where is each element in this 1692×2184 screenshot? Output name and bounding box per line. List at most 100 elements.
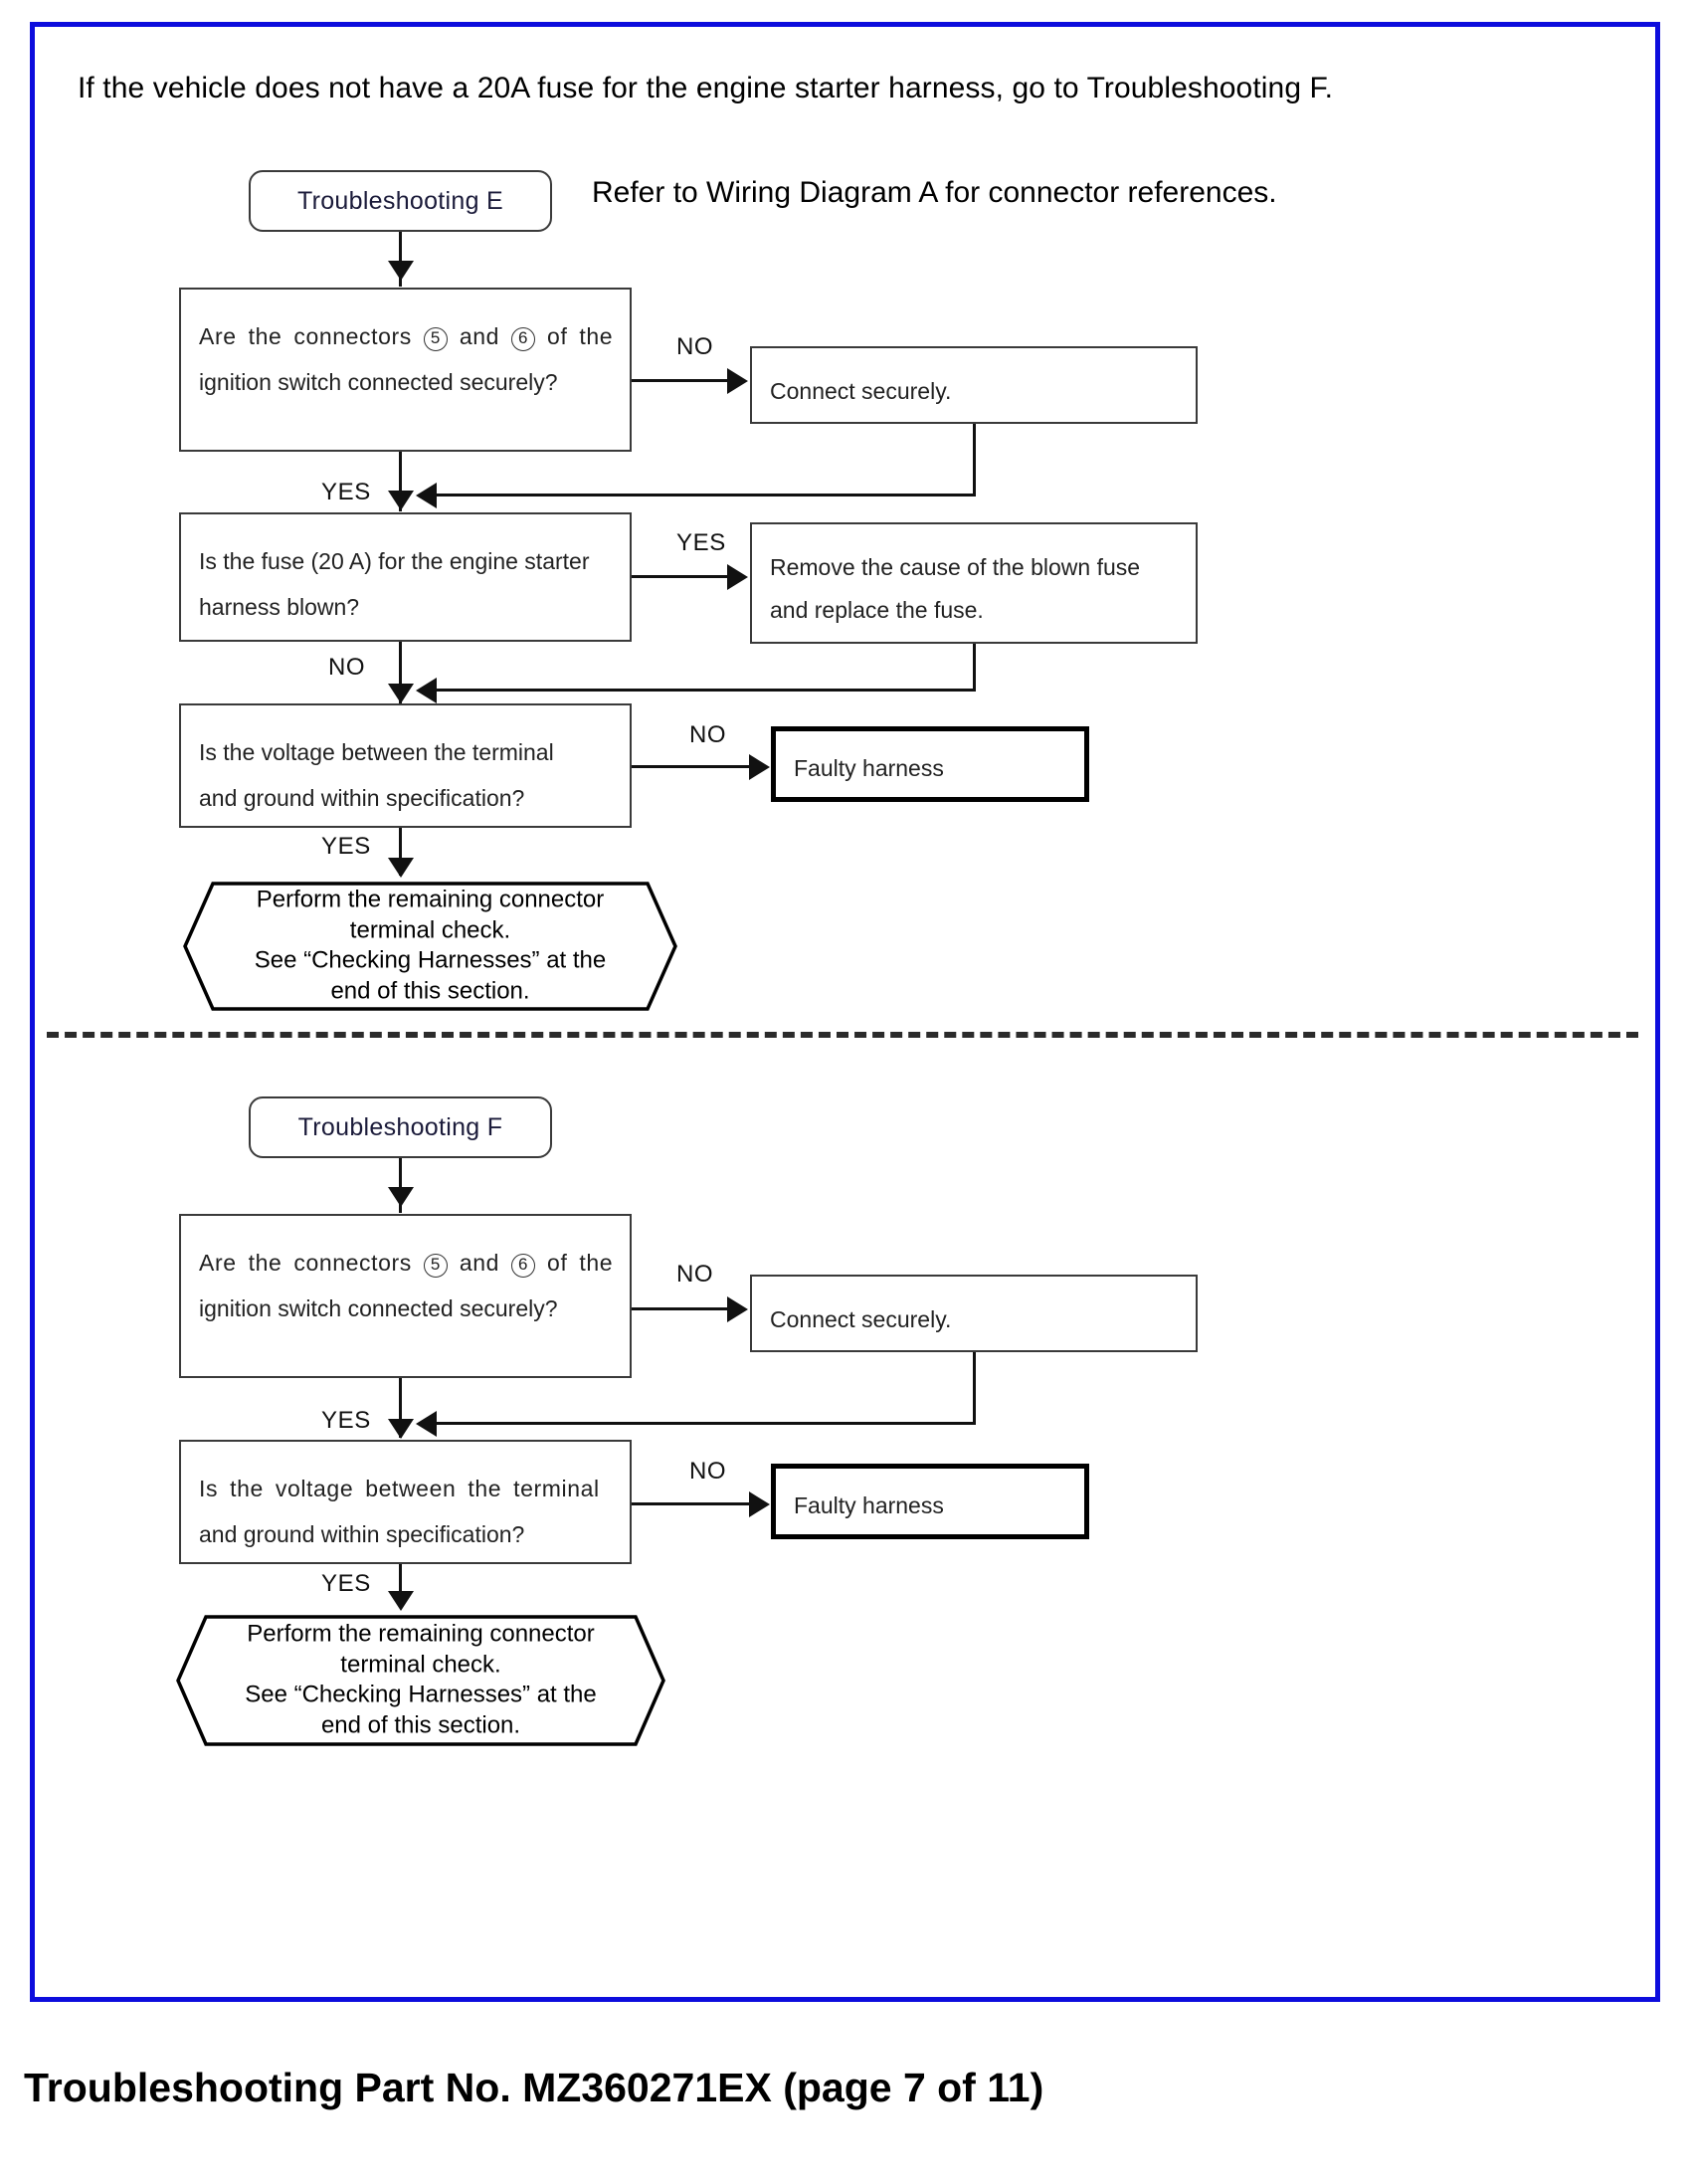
action-node-f-connect-securely[interactable]: Connect securely.: [750, 1275, 1198, 1352]
terminal-f-line3: See “Checking Harnesses” at the: [245, 1682, 597, 1708]
edge-f-decision2-yes-line: [399, 1564, 402, 1608]
arrow-e-decision2-to-remove-cause: [727, 564, 748, 590]
arrow-e-decision2-to-decision3: [388, 684, 414, 703]
edge-label-e-decision1-yes: YES: [321, 479, 371, 505]
decision-node-e-voltage[interactable]: Is the voltage between the terminal and …: [179, 703, 632, 828]
decision-e-fuse-line1: Is the fuse (20 A) for the engine starte…: [199, 548, 590, 574]
edge-e-replace-fuse-feedback-vertical: [973, 644, 976, 692]
decision-f-connectors-line1-part-b: and: [459, 1250, 500, 1276]
section-divider-dashed-line: [47, 1032, 1638, 1038]
footer-caption: Troubleshooting Part No. MZ360271EX (pag…: [24, 2065, 1044, 2110]
action-e-replace-fuse-line1: Remove the cause of the blown fuse: [770, 554, 1141, 580]
terminal-e-text-block: Perform the remaining connector terminal…: [179, 886, 681, 1008]
terminal-f-shape: [176, 1615, 665, 1746]
connector-number-6-icon: 6: [511, 327, 536, 351]
terminal-f-text-block: Perform the remaining connector terminal…: [172, 1620, 669, 1742]
decision-e-connectors-line1-part-a: Are the connectors: [199, 323, 412, 349]
arrow-start-f-to-decision1: [388, 1187, 414, 1207]
result-f-faulty-harness-label: Faulty harness: [794, 1492, 944, 1518]
terminal-e-shape: [183, 882, 677, 1011]
arrow-e-decision1-to-connect: [727, 368, 748, 394]
terminal-e-line1: Perform the remaining connector: [256, 886, 605, 913]
page-border-frame: If the vehicle does not have a 20A fuse …: [30, 22, 1660, 2002]
start-node-troubleshooting-e[interactable]: Troubleshooting E: [249, 170, 552, 232]
arrow-e-decision3-to-terminal: [388, 858, 414, 878]
wiring-diagram-note: Refer to Wiring Diagram A for connector …: [592, 176, 1277, 209]
action-f-connect-securely-label: Connect securely.: [770, 1306, 952, 1332]
decision-e-connectors-line1: Are the connectors 5 and 6 of the: [199, 313, 614, 359]
edge-e-decision2-yes-line: [632, 575, 741, 578]
decision-node-f-connectors[interactable]: Are the connectors 5 and 6 of the igniti…: [179, 1214, 632, 1378]
action-node-e-connect-securely[interactable]: Connect securely.: [750, 346, 1198, 424]
terminal-e-line3: See “Checking Harnesses” at the: [254, 947, 607, 974]
decision-e-connectors-line1-part-b: and: [459, 323, 500, 349]
edge-e-decision3-no-line: [632, 765, 761, 768]
connector-number-5-icon: 5: [423, 327, 448, 351]
edge-label-e-decision1-no: NO: [676, 333, 714, 360]
action-e-connect-securely-label: Connect securely.: [770, 378, 952, 404]
edge-label-f-decision2-yes: YES: [321, 1570, 371, 1597]
result-e-faulty-harness-label: Faulty harness: [794, 755, 944, 781]
action-e-replace-fuse-line2: and replace the fuse.: [770, 596, 984, 623]
edge-start-e-to-decision1: [399, 232, 402, 287]
intro-paragraph: If the vehicle does not have a 20A fuse …: [78, 72, 1334, 104]
edge-e-decision1-yes-line: [399, 452, 402, 511]
decision-e-connectors-line2: ignition switch connected securely?: [199, 369, 558, 395]
result-node-f-faulty-harness[interactable]: Faulty harness: [771, 1464, 1089, 1539]
arrow-f-decision2-to-faulty-harness: [749, 1491, 770, 1517]
edge-e-connect-feedback-vertical: [973, 424, 976, 496]
arrow-e-decision3-to-faulty-harness: [749, 754, 770, 780]
edge-f-decision1-yes-line: [399, 1378, 402, 1438]
decision-node-e-connectors[interactable]: Are the connectors 5 and 6 of the igniti…: [179, 288, 632, 452]
edge-label-e-decision2-no: NO: [328, 654, 366, 681]
decision-e-voltage-line2: and ground within specification?: [199, 785, 525, 811]
edge-label-e-decision3-no: NO: [689, 721, 727, 748]
decision-e-connectors-line1-part-c: of the: [547, 323, 614, 349]
edge-e-decision2-no-line: [399, 642, 402, 703]
edge-start-f-to-decision1: [399, 1158, 402, 1213]
start-node-e-label: Troubleshooting E: [296, 186, 504, 215]
arrow-e-replace-fuse-feedback: [416, 678, 437, 703]
arrow-start-e-to-decision1: [388, 261, 414, 281]
decision-node-f-voltage[interactable]: Is the voltage between the terminal and …: [179, 1440, 632, 1564]
arrow-f-connect-feedback: [416, 1411, 437, 1437]
arrow-e-decision1-to-decision2: [388, 491, 414, 510]
edge-label-f-decision1-yes: YES: [321, 1407, 371, 1434]
edge-label-f-decision2-no: NO: [689, 1458, 727, 1485]
arrow-f-decision1-to-connect: [727, 1296, 748, 1322]
decision-f-connectors-line1: Are the connectors 5 and 6 of the: [199, 1240, 614, 1286]
arrow-f-decision1-to-decision2: [388, 1419, 414, 1439]
terminal-f-line1: Perform the remaining connector: [247, 1620, 595, 1648]
decision-f-connectors-line2: ignition switch connected securely?: [199, 1295, 558, 1321]
terminal-node-e-perform-check[interactable]: Perform the remaining connector terminal…: [179, 878, 681, 1015]
edge-e-decision1-no-line: [632, 379, 741, 382]
decision-node-e-fuse-blown[interactable]: Is the fuse (20 A) for the engine starte…: [179, 512, 632, 642]
start-node-f-label: Troubleshooting F: [297, 1112, 503, 1141]
arrow-f-decision2-to-terminal: [388, 1591, 414, 1611]
edge-f-connect-feedback-vertical: [973, 1352, 976, 1425]
connector-number-6-icon: 6: [511, 1254, 536, 1278]
edge-e-connect-feedback-horizontal: [428, 494, 976, 496]
decision-f-voltage-line1: Is the voltage between the terminal: [199, 1476, 600, 1501]
decision-f-connectors-line1-part-a: Are the connectors: [199, 1250, 412, 1276]
arrow-e-connect-feedback: [416, 483, 437, 508]
terminal-node-f-perform-check[interactable]: Perform the remaining connector terminal…: [172, 1611, 669, 1750]
terminal-e-line4: end of this section.: [330, 977, 530, 1005]
edge-e-replace-fuse-feedback-horizontal: [428, 689, 976, 692]
decision-e-fuse-line2: harness blown?: [199, 594, 360, 620]
decision-f-voltage-line2: and ground within specification?: [199, 1521, 525, 1547]
edge-f-decision1-no-line: [632, 1307, 741, 1310]
start-node-troubleshooting-f[interactable]: Troubleshooting F: [249, 1096, 552, 1158]
decision-f-connectors-line1-part-c: of the: [547, 1250, 614, 1276]
edge-e-decision3-yes-line: [399, 828, 402, 876]
action-node-e-replace-fuse[interactable]: Remove the cause of the blown fuse and r…: [750, 522, 1198, 644]
edge-label-e-decision3-yes: YES: [321, 833, 371, 860]
edge-label-e-decision2-yes: YES: [676, 529, 726, 556]
result-node-e-faulty-harness[interactable]: Faulty harness: [771, 726, 1089, 802]
edge-f-connect-feedback-horizontal: [428, 1422, 976, 1425]
edge-f-decision2-no-line: [632, 1502, 761, 1505]
terminal-f-line2: terminal check.: [340, 1651, 501, 1679]
edge-label-f-decision1-no: NO: [676, 1261, 714, 1288]
connector-number-5-icon: 5: [423, 1254, 448, 1278]
decision-e-voltage-line1: Is the voltage between the terminal: [199, 739, 554, 765]
